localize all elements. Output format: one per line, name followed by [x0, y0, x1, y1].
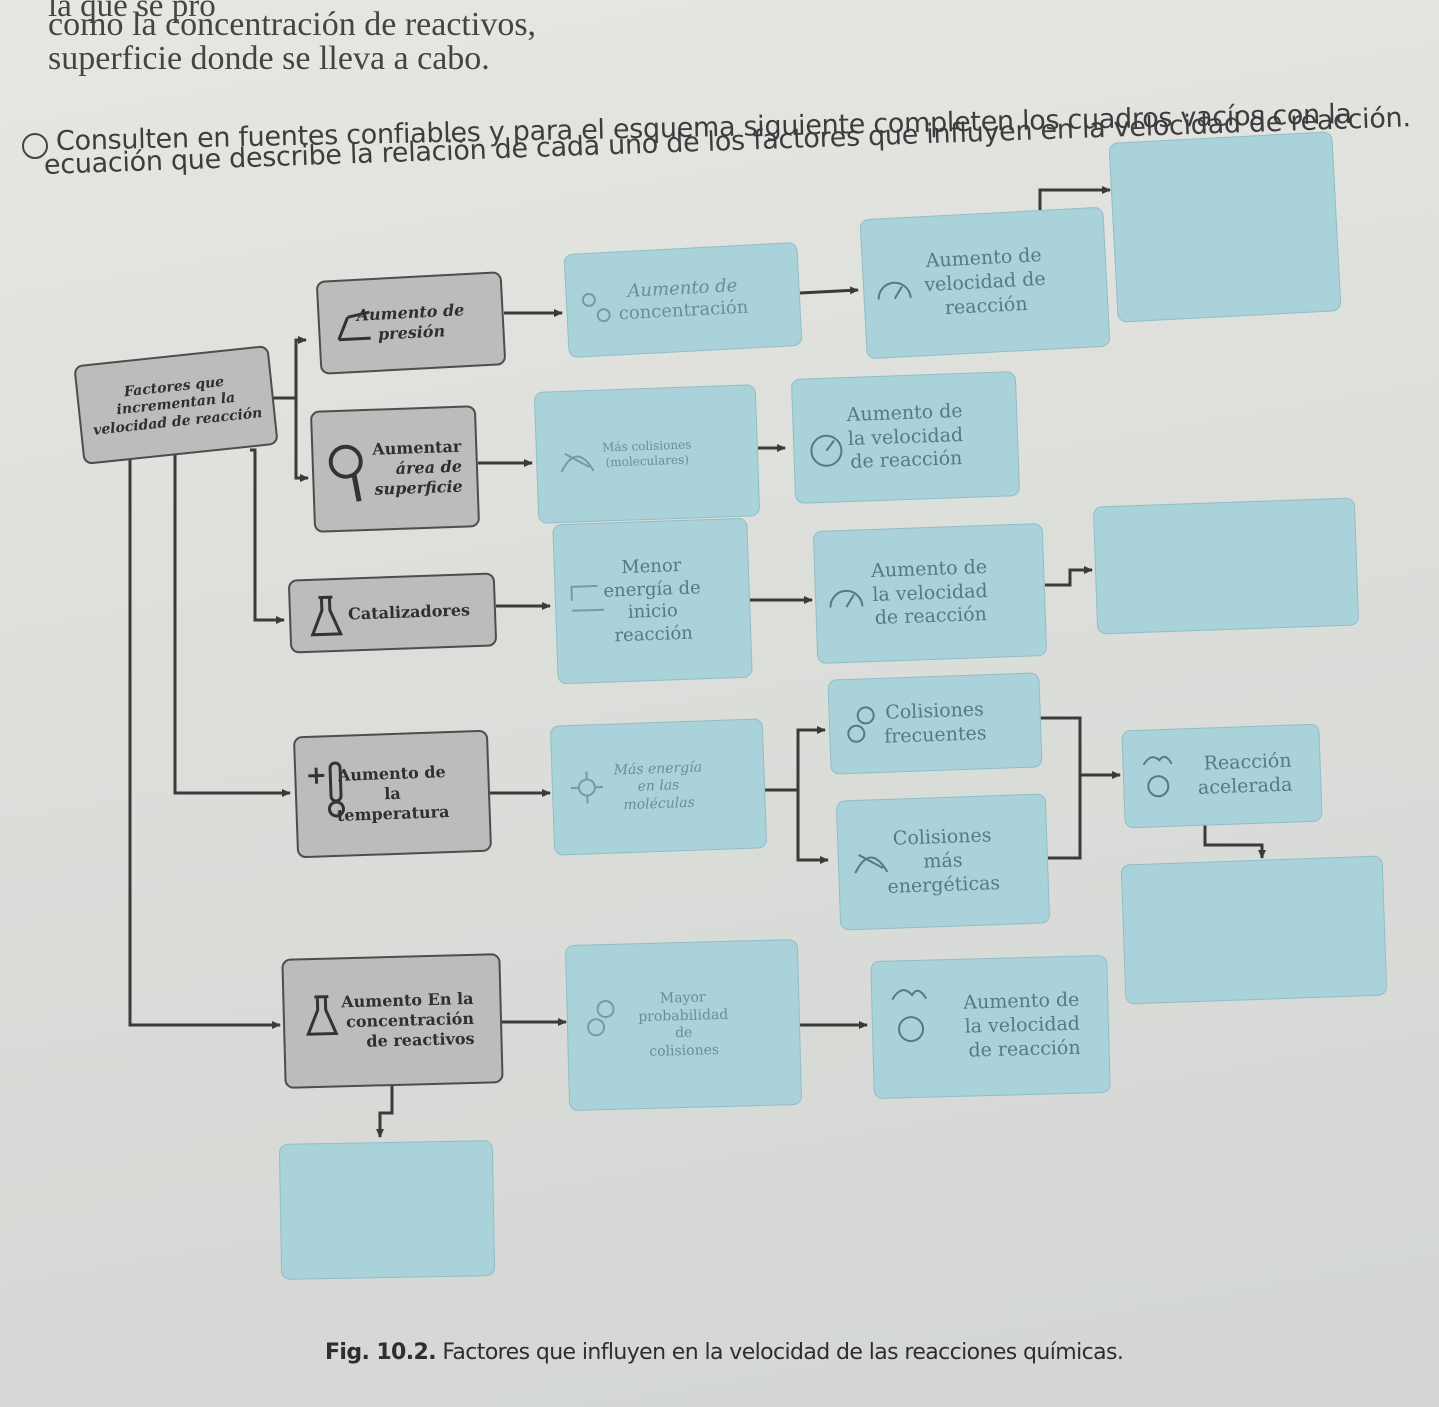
factor-superficie-box: Aumentar área de superficie: [309, 405, 481, 533]
molecules-icon: [581, 292, 611, 323]
result-superficie-box: Aumento de la velocidad de reacción: [790, 371, 1021, 504]
figure-caption: Fig. 10.2. Factores que influyen en la v…: [325, 1340, 1124, 1365]
effect-mas-energia-line-2: en las: [637, 777, 680, 795]
result-concentracion-line-1: Aumento de: [963, 989, 1080, 1015]
collision-icon: [854, 854, 889, 874]
effect-concentracion-box: Aumento de concentración: [563, 241, 803, 359]
flask-icon: [310, 595, 343, 637]
caption-text: Factores que influyen en la velocidad de…: [435, 1340, 1124, 1365]
superficie-line-2: área de: [395, 456, 463, 478]
effect-energia-line-2: energía de: [603, 576, 702, 602]
result-catalizadores-line-3: de reacción: [874, 603, 988, 630]
result-presion-line-2: velocidad de: [923, 267, 1047, 297]
concentracion-line-3: de reactivos: [366, 1028, 475, 1051]
effect-mas-energia-box: Más energía en las moléculas: [549, 718, 768, 856]
speedometer-icon: [877, 281, 912, 300]
collision-molecules-icon: [587, 1000, 615, 1037]
result-presion-box: Aumento de velocidad de reacción: [859, 206, 1111, 360]
temperatura-line-3: temperatura: [336, 802, 450, 825]
speedometer-icon: [829, 589, 864, 608]
effect-mas-energia-line-1: Más energía: [613, 759, 703, 779]
effect-probabilidad-line-1: Mayor: [659, 989, 706, 1007]
result-energeticas-line-1: Colisiones: [892, 824, 992, 851]
result-acelerada-line-1: Reacción: [1203, 749, 1292, 775]
factor-concentracion-box: Aumento En la concentración de reactivos: [281, 953, 504, 1089]
result-concentracion-line-2: la velocidad: [964, 1012, 1081, 1038]
speedometer-icon: [1142, 755, 1173, 798]
root-factors-box: Factores que incrementan la velocidad de…: [73, 345, 279, 465]
effect-colisiones-line-2: (moleculares): [605, 452, 690, 470]
result-superficie-line-3: de reacción: [849, 447, 963, 474]
empty-answer-box-catalizadores[interactable]: [1092, 497, 1360, 635]
catalizadores-label: Catalizadores: [347, 600, 471, 624]
factor-temperatura-box: Aumento de la temperatura: [292, 729, 493, 859]
presion-line-2: presión: [377, 321, 446, 344]
result-energeticas-line-2: más: [923, 849, 963, 873]
result-acelerada-box: Reacción acelerada: [1121, 723, 1323, 829]
result-frecuentes-line-2: frecuentes: [883, 721, 987, 748]
speedometer-icon: [891, 989, 928, 1043]
empty-answer-box-presion[interactable]: [1108, 131, 1342, 323]
factor-catalizadores-box: Catalizadores: [287, 572, 498, 654]
effect-probabilidad-box: Mayor probabilidad de colisiones: [564, 938, 803, 1112]
result-acelerada-line-2: acelerada: [1197, 773, 1293, 799]
magnifier-icon: [328, 444, 363, 502]
result-catalizadores-box: Aumento de la velocidad de reacción: [812, 523, 1048, 664]
effect-probabilidad-line-4: colisiones: [649, 1041, 720, 1060]
smiley-icon: [22, 133, 48, 159]
intro-line-3: superficie donde se lleva a cabo.: [48, 40, 490, 77]
gauge-icon: [337, 310, 371, 342]
effect-energia-box: Menor energía de inicio reacción: [552, 517, 753, 685]
factor-presion-box: Aumento de presión: [315, 271, 507, 375]
result-concentracion-line-3: de reacción: [968, 1036, 1081, 1062]
caption-prefix: Fig. 10.2.: [325, 1340, 437, 1365]
energy-curve-icon: [570, 584, 605, 612]
speedometer-icon: [810, 434, 843, 467]
molecule-icon: [570, 771, 603, 804]
empty-answer-box-concentracion[interactable]: [278, 1140, 496, 1280]
thermometer-icon: [308, 761, 345, 818]
intro-line-1: la que se pro: [48, 0, 216, 24]
empty-answer-box-temperatura[interactable]: [1120, 855, 1388, 1005]
collision-molecules-icon: [847, 706, 875, 743]
result-frecuentes-line-1: Colisiones: [884, 698, 985, 724]
flask-icon: [306, 995, 339, 1036]
effect-mas-energia-line-3: moléculas: [623, 794, 696, 813]
effect-energia-line-1: Menor: [620, 554, 682, 579]
result-energeticas-box: Colisiones más energéticas: [835, 793, 1051, 931]
result-energeticas-line-3: energéticas: [887, 871, 1001, 898]
effect-energia-line-4: reacción: [614, 622, 694, 646]
effect-probabilidad-line-3: de: [674, 1024, 693, 1042]
collision-icon: [560, 452, 595, 473]
result-presion-line-3: reacción: [944, 292, 1029, 319]
superficie-line-3: superficie: [374, 476, 463, 499]
temperatura-line-2: la: [383, 783, 402, 804]
result-concentracion-box: Aumento de la velocidad de reacción: [870, 954, 1111, 1100]
temperatura-line-1: Aumento de: [337, 762, 446, 785]
effect-energia-line-3: inicio: [627, 600, 679, 623]
effect-probabilidad-line-2: probabilidad: [638, 1006, 729, 1025]
effect-colisiones-box: Más colisiones (moleculares): [533, 384, 761, 524]
intro-line-2: como la concentración de reactivos,: [48, 6, 537, 43]
result-frecuentes-box: Colisiones frecuentes: [827, 672, 1043, 775]
